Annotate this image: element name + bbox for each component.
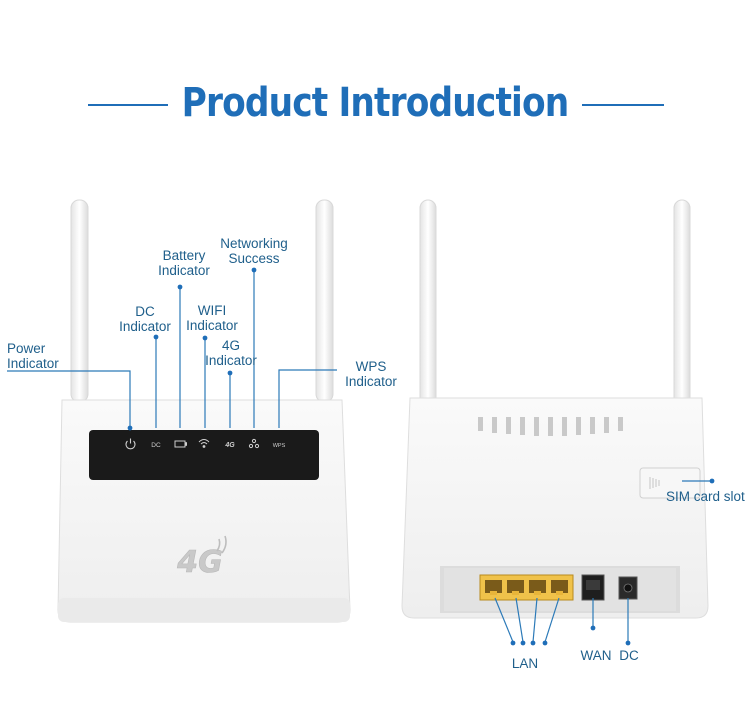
- front-callout-lines: [7, 270, 337, 428]
- front-indicator-panel: [89, 430, 319, 480]
- power-indicator-label: Power Indicator: [7, 341, 59, 371]
- dc-led-label: DC: [151, 442, 161, 449]
- wps-led-label: WPS: [273, 443, 286, 449]
- wifi-indicator-label: WIFI Indicator: [179, 303, 245, 333]
- back-callout-lines: [494, 480, 712, 643]
- networking-label-line2: Success: [228, 251, 280, 266]
- title-right-rule: [582, 104, 664, 106]
- battery-label-line1: Battery: [162, 248, 206, 263]
- battery-label-line2: Indicator: [158, 263, 210, 278]
- dc-indicator-label: DC Indicator: [113, 304, 177, 334]
- front-antenna-left: [70, 199, 89, 403]
- networking-success-label: Networking Success: [209, 236, 299, 266]
- power-label-line1: Power: [7, 341, 46, 356]
- fourg-label-line1: 4G: [221, 338, 240, 353]
- power-label-line2: Indicator: [7, 356, 59, 371]
- wifi-label-line2: Indicator: [186, 318, 238, 333]
- front-logo-wave-icon: [216, 535, 227, 554]
- page-title: Product Introduction: [181, 80, 570, 126]
- battery-led-icon: [174, 440, 187, 448]
- sim-slot-grip-icon: [649, 477, 660, 489]
- dc-label-line1: DC: [135, 304, 155, 319]
- front-callout-dots: [127, 267, 257, 431]
- front-antenna-right: [315, 199, 334, 403]
- wps-indicator-label: WPS Indicator: [336, 359, 406, 389]
- sim-slot: [639, 467, 701, 499]
- front-4g-logo: 4G: [176, 545, 223, 580]
- wifi-label-line1: WIFI: [197, 303, 227, 318]
- networking-label-line1: Networking: [220, 236, 288, 251]
- lan-ports: [479, 574, 574, 601]
- networking-led-icon: [248, 438, 260, 449]
- front-router: DC 4G WPS 4G: [57, 199, 351, 623]
- dc-port-label: DC: [619, 648, 639, 663]
- wan-label: WAN: [580, 648, 612, 663]
- fourg-led-label: 4G: [224, 442, 235, 449]
- back-vents: [478, 417, 623, 436]
- back-body: [401, 397, 709, 619]
- wifi-led-icon: [198, 439, 210, 448]
- title-left-rule: [88, 104, 168, 106]
- wps-label-line1: WPS: [355, 359, 387, 374]
- back-router: [401, 199, 709, 619]
- power-led-icon: [125, 438, 136, 450]
- wps-label-line2: Indicator: [345, 374, 397, 389]
- battery-indicator-label: Battery Indicator: [150, 248, 218, 278]
- dc-label-line2: Indicator: [119, 319, 171, 334]
- fourg-indicator-label: 4G Indicator: [198, 338, 264, 368]
- back-callout-dots: [510, 478, 715, 646]
- sim-card-slot-label: SIM card slot: [666, 489, 745, 504]
- fourg-label-line2: Indicator: [205, 353, 257, 368]
- lan-label: LAN: [511, 656, 539, 671]
